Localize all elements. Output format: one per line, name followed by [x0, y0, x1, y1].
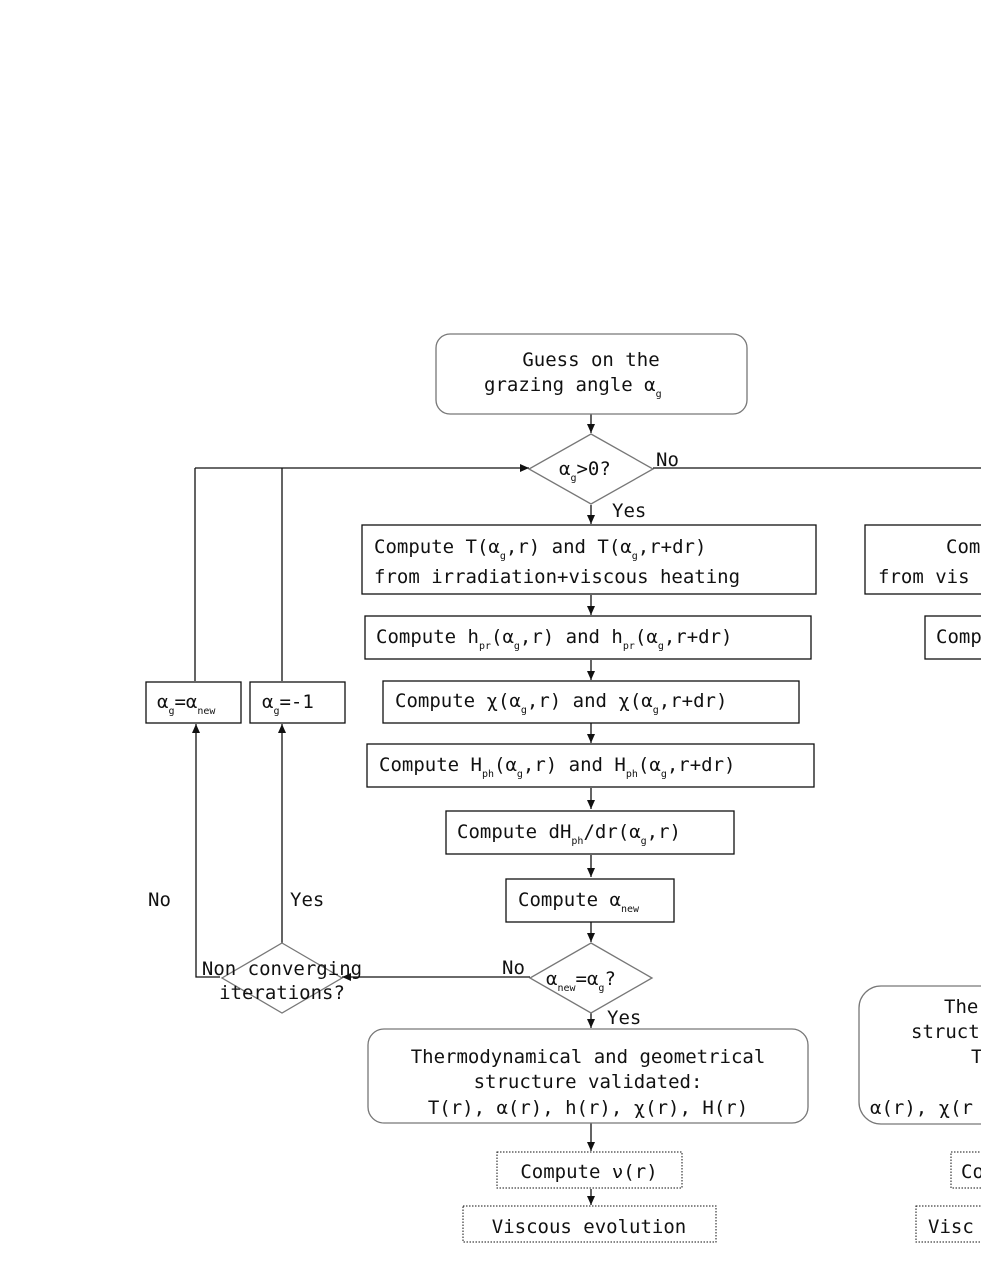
connectors	[192, 414, 981, 1205]
compute-dhph-label: Compute dHph/dr(αg,r)	[457, 821, 681, 847]
right-branch-line2: from vis	[878, 566, 970, 588]
set-alpha-new-label: αg=αnew	[157, 691, 216, 717]
compute-nu-label: Compute ν(r)	[520, 1161, 657, 1183]
structure-validated-node: Thermodynamical and geometrical structur…	[367, 1028, 809, 1124]
compute-dhph-node: Compute dHph/dr(αg,r)	[445, 810, 735, 855]
compute-hph-node: Compute Hph(αg,r) and Hph(αg,r+dr)	[366, 743, 815, 788]
decision-converged-yes: Yes	[607, 1007, 641, 1029]
right-branch-compute-nu: Co	[961, 1161, 981, 1183]
decision-non-converging-line2: iterations?	[219, 982, 345, 1004]
viscous-evolution-node: Viscous evolution	[462, 1205, 717, 1243]
decision-non-converging: Non converging iterations? No Yes	[148, 889, 362, 1014]
compute-chi-label: Compute χ(αg,r) and χ(αg,r+dr)	[395, 690, 727, 716]
right-branch-line1: Com	[946, 536, 980, 558]
right-branch-valid-line4: α(r), χ(r	[870, 1097, 973, 1119]
right-branch-compute: Comp	[936, 626, 981, 648]
structure-validated-line1: Thermodynamical and geometrical	[411, 1046, 766, 1068]
decision-alpha-positive-label: αg>0?	[559, 458, 611, 484]
set-alpha-negative-label: αg=-1	[262, 691, 314, 717]
compute-hpr-label: Compute hpr(αg,r) and hpr(αg,r+dr)	[376, 626, 732, 652]
compute-hpr-node: Compute hpr(αg,r) and hpr(αg,r+dr)	[364, 615, 812, 660]
compute-alpha-new-node: Compute αnew	[505, 878, 675, 923]
start-line2: grazing angle αg	[484, 374, 662, 400]
compute-temperature-line2: from irradiation+viscous heating	[374, 566, 740, 588]
decision-non-converging-line1: Non converging	[202, 958, 362, 980]
start-node: Guess on the grazing angle αg	[435, 333, 748, 415]
decision-converged-no: No	[502, 957, 525, 979]
structure-validated-line3: T(r), α(r), h(r), χ(r), H(r)	[428, 1097, 748, 1119]
right-branch-valid-line2: struct	[911, 1021, 980, 1043]
decision-non-converging-yes: Yes	[290, 889, 324, 911]
compute-chi-node: Compute χ(αg,r) and χ(αg,r+dr)	[382, 680, 800, 724]
decision-converged: αnew=αg? No Yes	[502, 942, 654, 1029]
compute-alpha-new-label: Compute αnew	[518, 889, 640, 915]
decision-converged-label: αnew=αg?	[546, 968, 616, 994]
viscous-evolution-label: Viscous evolution	[492, 1216, 686, 1238]
decision-alpha-positive: αg>0? No Yes	[527, 433, 679, 522]
right-branch-clipped: Com from vis Comp The struct T α(r), χ(r…	[858, 524, 981, 1243]
start-line1: Guess on the	[522, 349, 659, 371]
set-alpha-negative-node: αg=-1	[249, 681, 346, 724]
decision-non-converging-no: No	[148, 889, 171, 911]
compute-nu-node: Compute ν(r)	[496, 1151, 683, 1189]
right-branch-valid-line1: The	[944, 996, 978, 1018]
structure-validated-line2: structure validated:	[474, 1071, 703, 1093]
decision-alpha-positive-yes: Yes	[612, 500, 646, 522]
compute-hph-label: Compute Hph(αg,r) and Hph(αg,r+dr)	[379, 754, 735, 780]
decision-alpha-positive-no: No	[656, 449, 679, 471]
right-branch-viscous: Visc	[928, 1216, 974, 1238]
set-alpha-new-node: αg=αnew	[145, 681, 242, 724]
compute-temperature-node: Compute T(αg,r) and T(αg,r+dr) from irra…	[361, 524, 817, 595]
compute-temperature-line1: Compute T(αg,r) and T(αg,r+dr)	[374, 536, 706, 562]
right-branch-valid-line3: T	[971, 1046, 981, 1068]
